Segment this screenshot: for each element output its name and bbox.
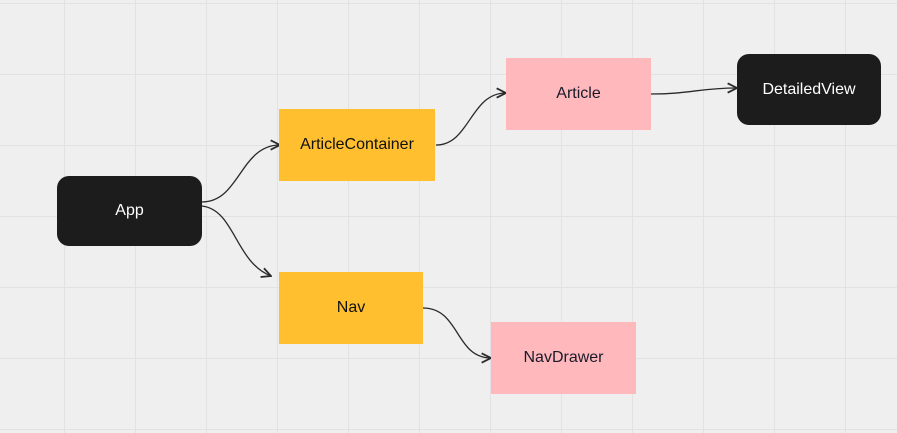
node-article-container-label: ArticleContainer	[300, 136, 414, 153]
node-app[interactable]: App	[57, 176, 202, 246]
node-app-label: App	[115, 202, 144, 219]
edge-app-to-articlecontainer[interactable]	[201, 145, 280, 203]
node-article-container[interactable]: ArticleContainer	[279, 109, 435, 181]
node-article-label: Article	[556, 85, 601, 102]
node-nav[interactable]: Nav	[279, 272, 423, 344]
edge-nav-to-navdrawer[interactable]	[422, 307, 491, 358]
node-detailed-view-label: DetailedView	[762, 80, 856, 98]
node-detailed-view[interactable]: DetailedView	[737, 54, 881, 125]
edge-articlecontainer-to-article[interactable]	[435, 93, 506, 146]
node-nav-label: Nav	[336, 299, 366, 316]
edge-article-to-detailedview[interactable]	[650, 88, 737, 95]
node-nav-drawer[interactable]: NavDrawer	[491, 322, 636, 394]
node-article[interactable]: Article	[506, 58, 651, 130]
edge-app-to-nav[interactable]	[201, 205, 271, 276]
node-nav-drawer-label: NavDrawer	[523, 349, 604, 366]
